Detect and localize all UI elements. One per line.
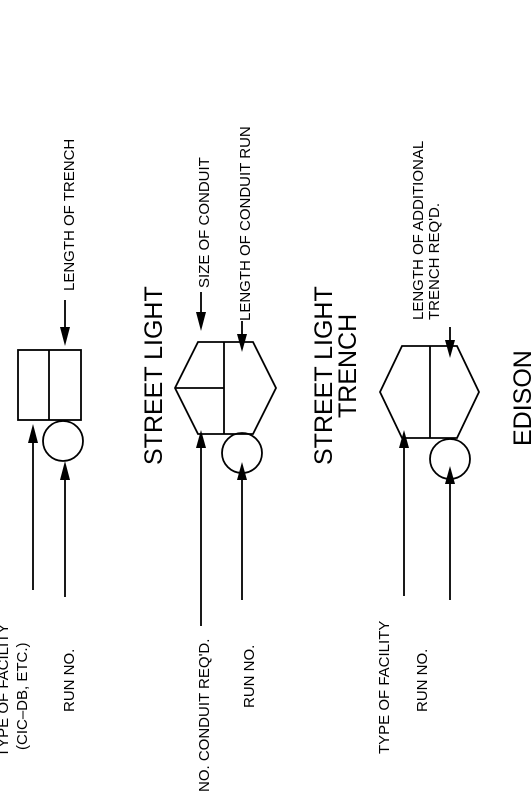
street-light-legend: STREET LIGHT NO. CONDUIT REQ'D. RUN NO. …: [140, 126, 278, 792]
run-no-arrowhead: [60, 461, 70, 480]
street-light-hexagon-symbol: [173, 341, 278, 435]
sl-trench-title-line1: STREET LIGHT: [310, 286, 338, 465]
facility-example-label: (CIC–DB, ETC.): [14, 642, 31, 750]
sl-run-no-label: RUN NO.: [241, 645, 258, 708]
trench-length-arrowhead: [60, 327, 70, 346]
length-additional-line2: TRENCH REQ'D.: [426, 203, 443, 320]
type-of-facility-label: TYPE OF FACILITY: [0, 624, 12, 757]
size-of-conduit-label: SIZE OF CONDUIT: [196, 157, 213, 288]
run-no-label: RUN NO.: [61, 649, 78, 712]
sl-trench-run-no-arrowhead: [445, 466, 455, 484]
sl-trench-facility-arrowhead: [399, 430, 409, 448]
sl-run-no-arrowhead: [237, 462, 247, 480]
length-of-conduit-run-label: LENGTH OF CONDUIT RUN: [237, 126, 254, 321]
sl-trench-run-no-label: RUN NO.: [414, 649, 431, 712]
sl-trench-title-line2: TRENCH: [334, 314, 362, 418]
facility-arrowhead: [28, 424, 38, 443]
sl-trench-run-circle: [429, 438, 471, 480]
trench-legend: TYPE OF FACILITY (CIC–DB, ETC.) RUN NO. …: [0, 139, 84, 757]
length-of-trench-label: LENGTH OF TRENCH: [61, 139, 78, 291]
no-conduit-reqd-label: NO. CONDUIT REQ'D.: [196, 639, 213, 792]
sl-trench-type-of-facility-label: TYPE OF FACILITY: [376, 621, 393, 754]
street-light-title: STREET LIGHT: [140, 286, 168, 465]
length-additional-line1: LENGTH OF ADDITIONAL: [410, 141, 427, 320]
street-light-trench-legend: STREET LIGHT TRENCH TYPE OF FACILITY RUN…: [310, 141, 480, 754]
conduit-run-arrowhead: [237, 334, 247, 352]
size-conduit-arrowhead: [196, 312, 206, 331]
sl-trench-hexagon-symbol: [379, 345, 480, 439]
edison-label: EDISON: [509, 350, 531, 446]
trench-run-circle: [42, 420, 84, 462]
length-additional-arrowhead: [445, 340, 455, 358]
no-conduit-arrowhead: [196, 430, 206, 448]
street-light-run-circle: [221, 432, 263, 474]
